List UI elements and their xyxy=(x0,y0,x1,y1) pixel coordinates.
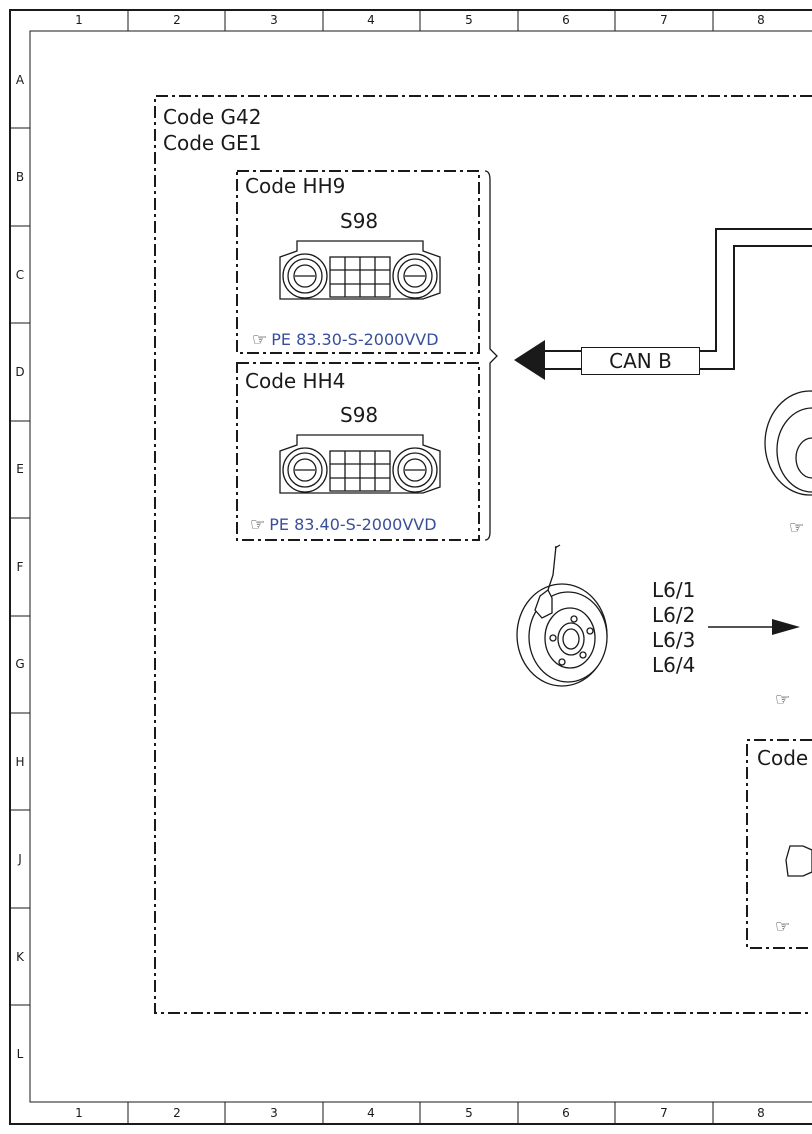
group-code-label: Code HH9 xyxy=(245,174,346,198)
column-label: 5 xyxy=(465,13,473,27)
row-label: A xyxy=(15,73,25,87)
reference-text: PE 83.40-S-2000VVD xyxy=(269,515,437,534)
climate-control-panel-icon xyxy=(279,434,441,494)
wheel-speed-sensor-icon xyxy=(516,544,608,687)
reference-text: PE 83.30-S-2000VVD xyxy=(271,330,439,349)
row-label: D xyxy=(15,365,25,379)
pointing-hand-icon[interactable]: ☞ xyxy=(775,690,791,710)
row-label: B xyxy=(15,170,25,184)
component-label: S98 xyxy=(340,403,379,427)
sensor-label: L6/4 xyxy=(652,653,696,677)
component-label: S98 xyxy=(340,209,379,233)
row-label: C xyxy=(15,268,25,282)
sensor-label: L6/3 xyxy=(652,628,696,652)
group-code-label: Code HH4 xyxy=(245,369,346,393)
group-code-label: Code xyxy=(757,746,809,770)
column-label: 4 xyxy=(367,13,375,27)
column-label: 6 xyxy=(562,13,570,27)
column-label: 2 xyxy=(173,13,181,27)
column-label: 1 xyxy=(75,1106,83,1120)
column-label: 6 xyxy=(562,1106,570,1120)
sensor-label-group: L6/1 L6/2 L6/3 L6/4 xyxy=(652,578,695,678)
can-bus-label: CAN B xyxy=(581,347,700,375)
pointing-hand-icon[interactable]: ☞ xyxy=(789,518,805,538)
column-label: 8 xyxy=(757,13,765,27)
column-label: 7 xyxy=(660,13,668,27)
row-label: L xyxy=(16,1047,24,1061)
sensor-label: L6/2 xyxy=(652,603,696,627)
column-label: 4 xyxy=(367,1106,375,1120)
column-label: 3 xyxy=(270,13,278,27)
row-label: G xyxy=(15,657,25,671)
reference-link[interactable]: ☞PE 83.30-S-2000VVD xyxy=(252,330,439,350)
column-label: 5 xyxy=(465,1106,473,1120)
column-label: 3 xyxy=(270,1106,278,1120)
reference-link[interactable]: ☞PE 83.40-S-2000VVD xyxy=(250,515,437,535)
column-label: 2 xyxy=(173,1106,181,1120)
column-label: 8 xyxy=(757,1106,765,1120)
group-code-label: Code GE1 xyxy=(163,131,262,155)
row-label: H xyxy=(15,755,25,769)
column-label: 7 xyxy=(660,1106,668,1120)
row-label: J xyxy=(18,852,22,866)
row-label: E xyxy=(16,462,24,476)
pointing-hand-icon[interactable]: ☞ xyxy=(775,917,791,937)
row-label: F xyxy=(16,560,24,574)
sensor-label: L6/1 xyxy=(652,578,696,602)
pointing-hand-icon: ☞ xyxy=(252,330,268,350)
pointing-hand-icon: ☞ xyxy=(250,515,266,535)
climate-control-panel-icon xyxy=(279,240,441,300)
column-label: 1 xyxy=(75,13,83,27)
row-label: K xyxy=(16,950,24,964)
group-code-label: Code G42 xyxy=(163,105,262,129)
